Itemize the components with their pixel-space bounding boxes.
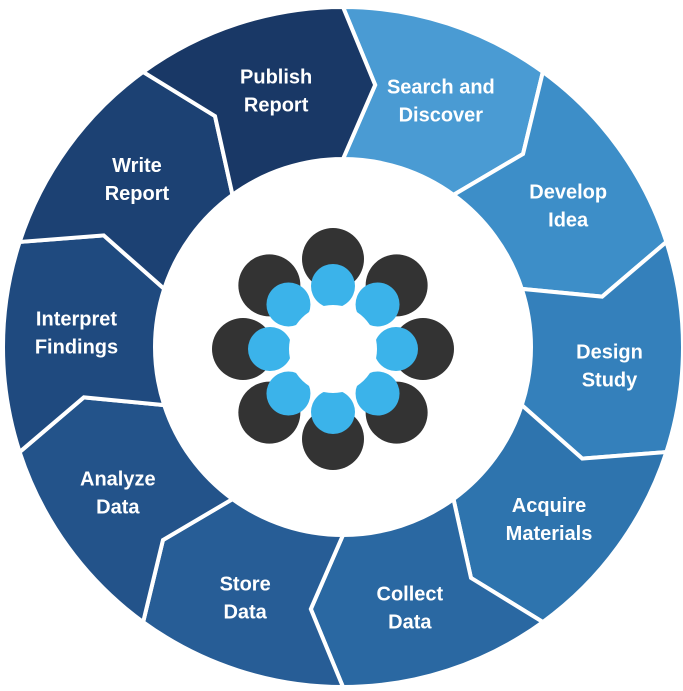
segment-label-line: Materials <box>506 523 593 545</box>
segment-label-line: Data <box>96 496 140 518</box>
segment-label-line: Study <box>582 369 638 391</box>
center-logo <box>212 228 454 470</box>
logo-blue-dot <box>311 390 355 434</box>
logo-blue-dot <box>355 282 400 327</box>
logo-center-hole <box>289 305 377 393</box>
logo-blue-dot <box>266 371 311 416</box>
segment-label-line: Idea <box>548 210 589 232</box>
segment-label-line: Findings <box>35 337 118 359</box>
segment-label-line: Analyze <box>80 468 156 490</box>
segment-label-line: Discover <box>399 105 484 127</box>
logo-blue-dot <box>355 371 400 416</box>
segment-label-line: Report <box>244 95 309 117</box>
segment-label-line: Interpret <box>36 309 117 331</box>
logo-blue-dot <box>266 282 311 327</box>
segment-label-line: Develop <box>529 182 607 204</box>
segment-label-line: Acquire <box>512 495 586 517</box>
segment-label-line: Collect <box>377 583 444 605</box>
logo-blue-dot <box>248 327 292 371</box>
segment-label-line: Write <box>112 155 162 177</box>
segment-label-line: Publish <box>240 67 312 89</box>
segment-label-line: Data <box>388 611 432 633</box>
logo-blue-dot <box>311 264 355 308</box>
segment-label-line: Report <box>105 183 170 205</box>
segment-label-line: Search and <box>387 77 495 99</box>
logo-blue-dot <box>374 327 418 371</box>
segment-label-line: Store <box>220 573 271 595</box>
segment-label-line: Design <box>576 341 643 363</box>
segment-label-line: Data <box>223 601 267 623</box>
